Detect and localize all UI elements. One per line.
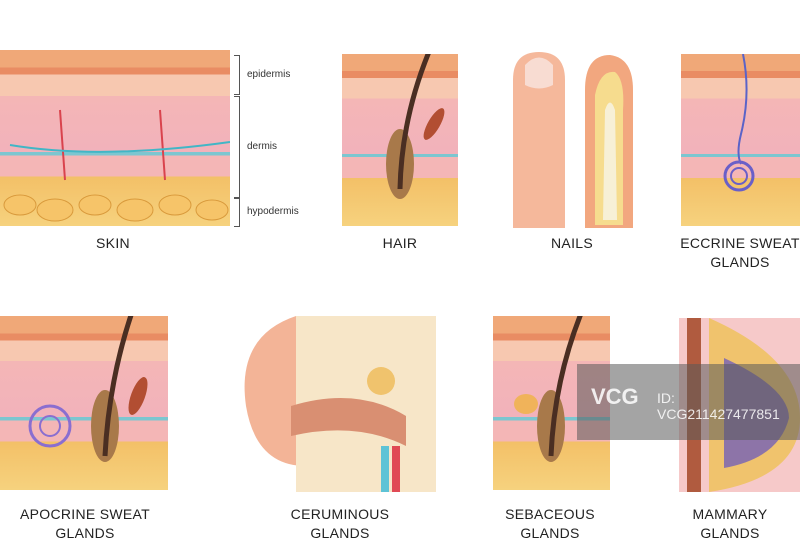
nails-diagram <box>505 50 640 228</box>
eccrine-label: ECCRINE SWEAT GLANDS <box>680 234 800 272</box>
sebaceous-gland <box>514 316 583 462</box>
apocrine-label: APOCRINE SWEAT GLANDS <box>10 505 160 543</box>
skin-diagram <box>0 50 230 226</box>
eccrine-label-line2: GLANDS <box>710 254 770 270</box>
watermark-logo: VCG <box>591 384 639 409</box>
nails-label: NAILS <box>551 235 593 251</box>
apocrine-label-line2: GLANDS <box>55 525 115 541</box>
skin-label: SKIN <box>96 235 130 251</box>
watermark: VCG ID: VCG211427477851 <box>577 364 800 440</box>
eccrine-label-line1: ECCRINE SWEAT <box>680 235 800 251</box>
watermark-id: ID: VCG211427477851 <box>657 390 780 422</box>
sebaceous-label-line1: SEBACEOUS <box>505 506 595 522</box>
sweat-gland-coil <box>723 54 755 192</box>
apocrine-gland <box>28 316 148 462</box>
dermis-label: dermis <box>247 141 278 152</box>
ceruminous-label-line2: GLANDS <box>310 525 370 541</box>
ear-illustration <box>244 316 436 492</box>
apocrine-diagram <box>0 316 168 490</box>
apocrine-label-line1: APOCRINE SWEAT <box>20 506 150 522</box>
mammary-label: MAMMARY GLANDS <box>675 505 785 543</box>
hypodermis-label: hypodermis <box>247 206 299 217</box>
sebaceous-label: SEBACEOUS GLANDS <box>480 505 620 543</box>
eccrine-diagram <box>681 54 800 226</box>
dermis-bracket <box>234 96 240 198</box>
hair-diagram <box>342 54 458 226</box>
ceruminous-label: CERUMINOUS GLANDS <box>270 505 410 543</box>
mammary-label-line1: MAMMARY <box>692 506 768 522</box>
skin-detail <box>3 109 230 222</box>
hair-label: HAIR <box>382 235 418 251</box>
hypodermis-bracket <box>234 198 240 227</box>
sebaceous-label-line2: GLANDS <box>520 525 580 541</box>
hair-follicle <box>386 54 445 199</box>
mammary-label-line2: GLANDS <box>700 525 760 541</box>
ceruminous-diagram <box>236 316 442 492</box>
epidermis-label: epidermis <box>247 69 291 80</box>
ceruminous-label-line1: CERUMINOUS <box>290 506 390 522</box>
epidermis-bracket <box>234 55 240 95</box>
finger-illustration <box>513 52 633 228</box>
